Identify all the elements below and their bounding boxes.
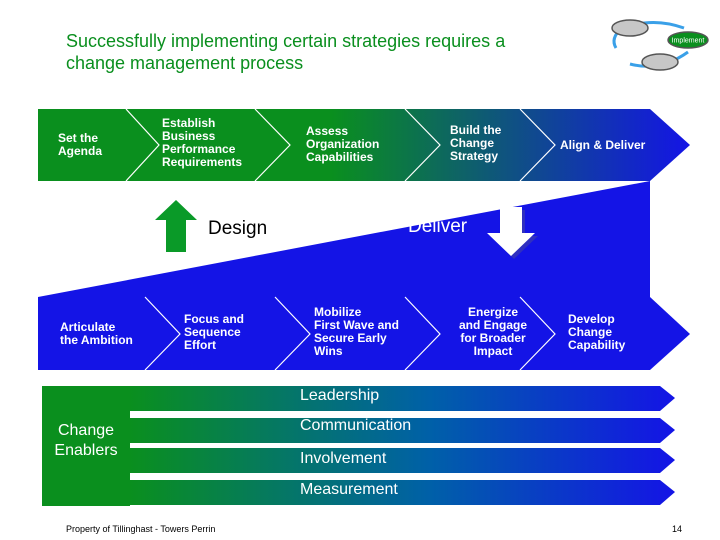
deliver-label: Deliver — [408, 216, 468, 237]
deliver-row-band — [38, 297, 690, 370]
deliver-step-3: Mobilize First Wave and Secure Early Win… — [314, 305, 399, 358]
design-step-1: Set the Agenda — [58, 131, 103, 158]
enabler-leadership: Leadership — [300, 387, 380, 404]
deliver-step-2: Focus and Sequence Effort — [184, 312, 245, 352]
deliver-row-dividers — [144, 296, 556, 371]
design-row-band — [38, 109, 690, 181]
page-number: 14 — [672, 524, 683, 534]
deliver-step-5: Develop Change Capability — [568, 312, 626, 352]
deliver-down-arrow — [487, 207, 535, 256]
design-label: Design — [208, 218, 268, 239]
design-row-dividers — [125, 108, 556, 182]
enablers-label-box — [42, 386, 130, 506]
deliver-step-1: Articulate the Ambition — [60, 320, 133, 347]
slide-title: Successfully implementing certain strate… — [66, 30, 586, 74]
footer-text: Property of Tillinghast - Towers Perrin — [66, 524, 216, 534]
design-step-2: Establish Business Performance Requireme… — [162, 116, 243, 169]
enabler-bars — [130, 386, 675, 505]
design-up-arrow — [155, 200, 197, 252]
cycle-logo: Implement — [611, 19, 709, 71]
transition-wedge — [38, 181, 650, 297]
title-line-1: Successfully implementing certain strate… — [66, 31, 506, 51]
design-step-3: Assess Organization Capabilities — [306, 124, 380, 164]
enablers-label: Change Enablers — [54, 422, 118, 459]
deliver-step-4: Energize and Engage for Broader Impact — [458, 305, 527, 358]
design-step-4: Build the Change Strategy — [450, 123, 502, 163]
logo-label: Implement — [672, 38, 705, 45]
enabler-communication: Communication — [300, 417, 412, 434]
enabler-measurement: Measurement — [300, 481, 398, 498]
enabler-involvement: Involvement — [300, 450, 387, 467]
title-line-2: change management process — [66, 53, 304, 73]
design-step-5: Align & Deliver — [560, 138, 646, 152]
